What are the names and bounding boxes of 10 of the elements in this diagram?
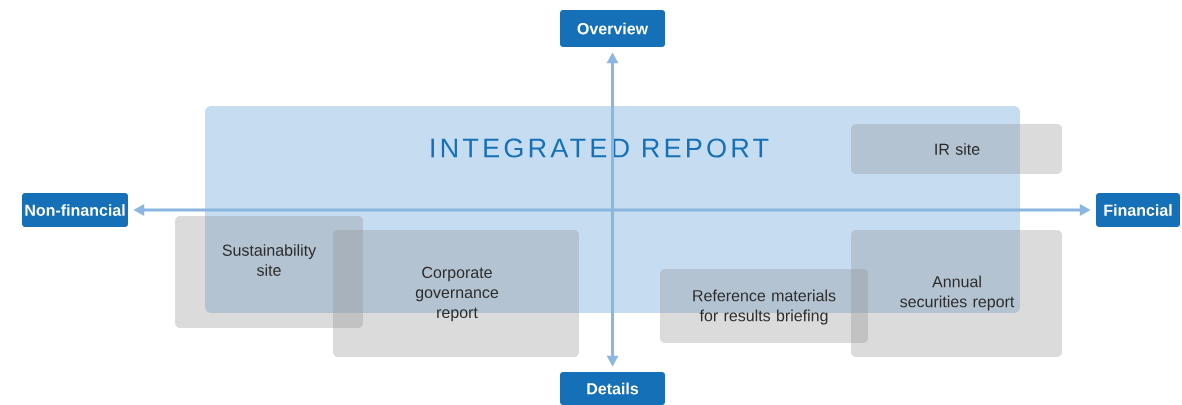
axis-label: Financial [1096,193,1180,227]
axis-label: Non-financial [22,193,128,227]
media-box: Corporate governance report [333,230,579,357]
media-box: IR site [851,124,1062,174]
media-box: Annual securities report [851,230,1062,357]
axis-label: Overview [560,10,665,47]
media-box: Sustainability site [175,216,363,328]
axis-label: Details [560,372,665,405]
media-box: Reference materials for results briefing [660,269,868,343]
report-title: INTEGRATED REPORT [422,134,776,162]
